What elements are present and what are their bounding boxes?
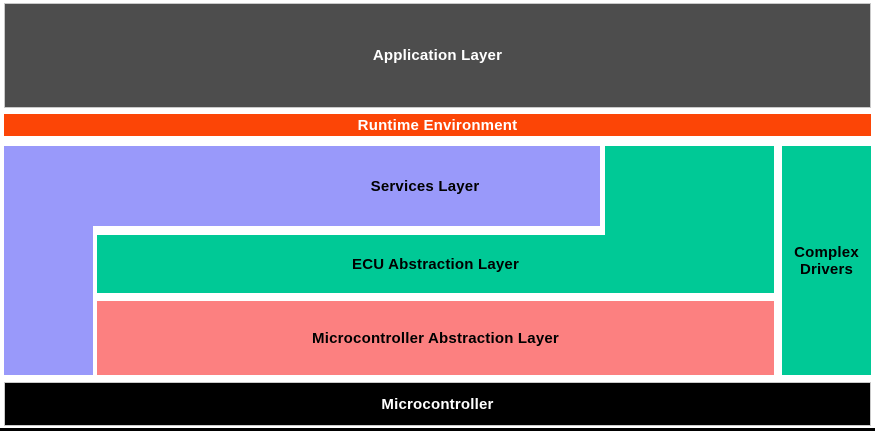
microcontroller-block [4, 382, 871, 426]
services-layer-block-horizontal [4, 146, 600, 226]
application-layer-block [4, 3, 871, 108]
ecu-abstraction-layer-block-horizontal [97, 235, 774, 293]
complex-drivers-block [782, 146, 871, 375]
runtime-environment-block [4, 114, 871, 136]
microcontroller-abstraction-layer-block [97, 301, 774, 375]
bottom-baseline-rule [0, 428, 875, 431]
